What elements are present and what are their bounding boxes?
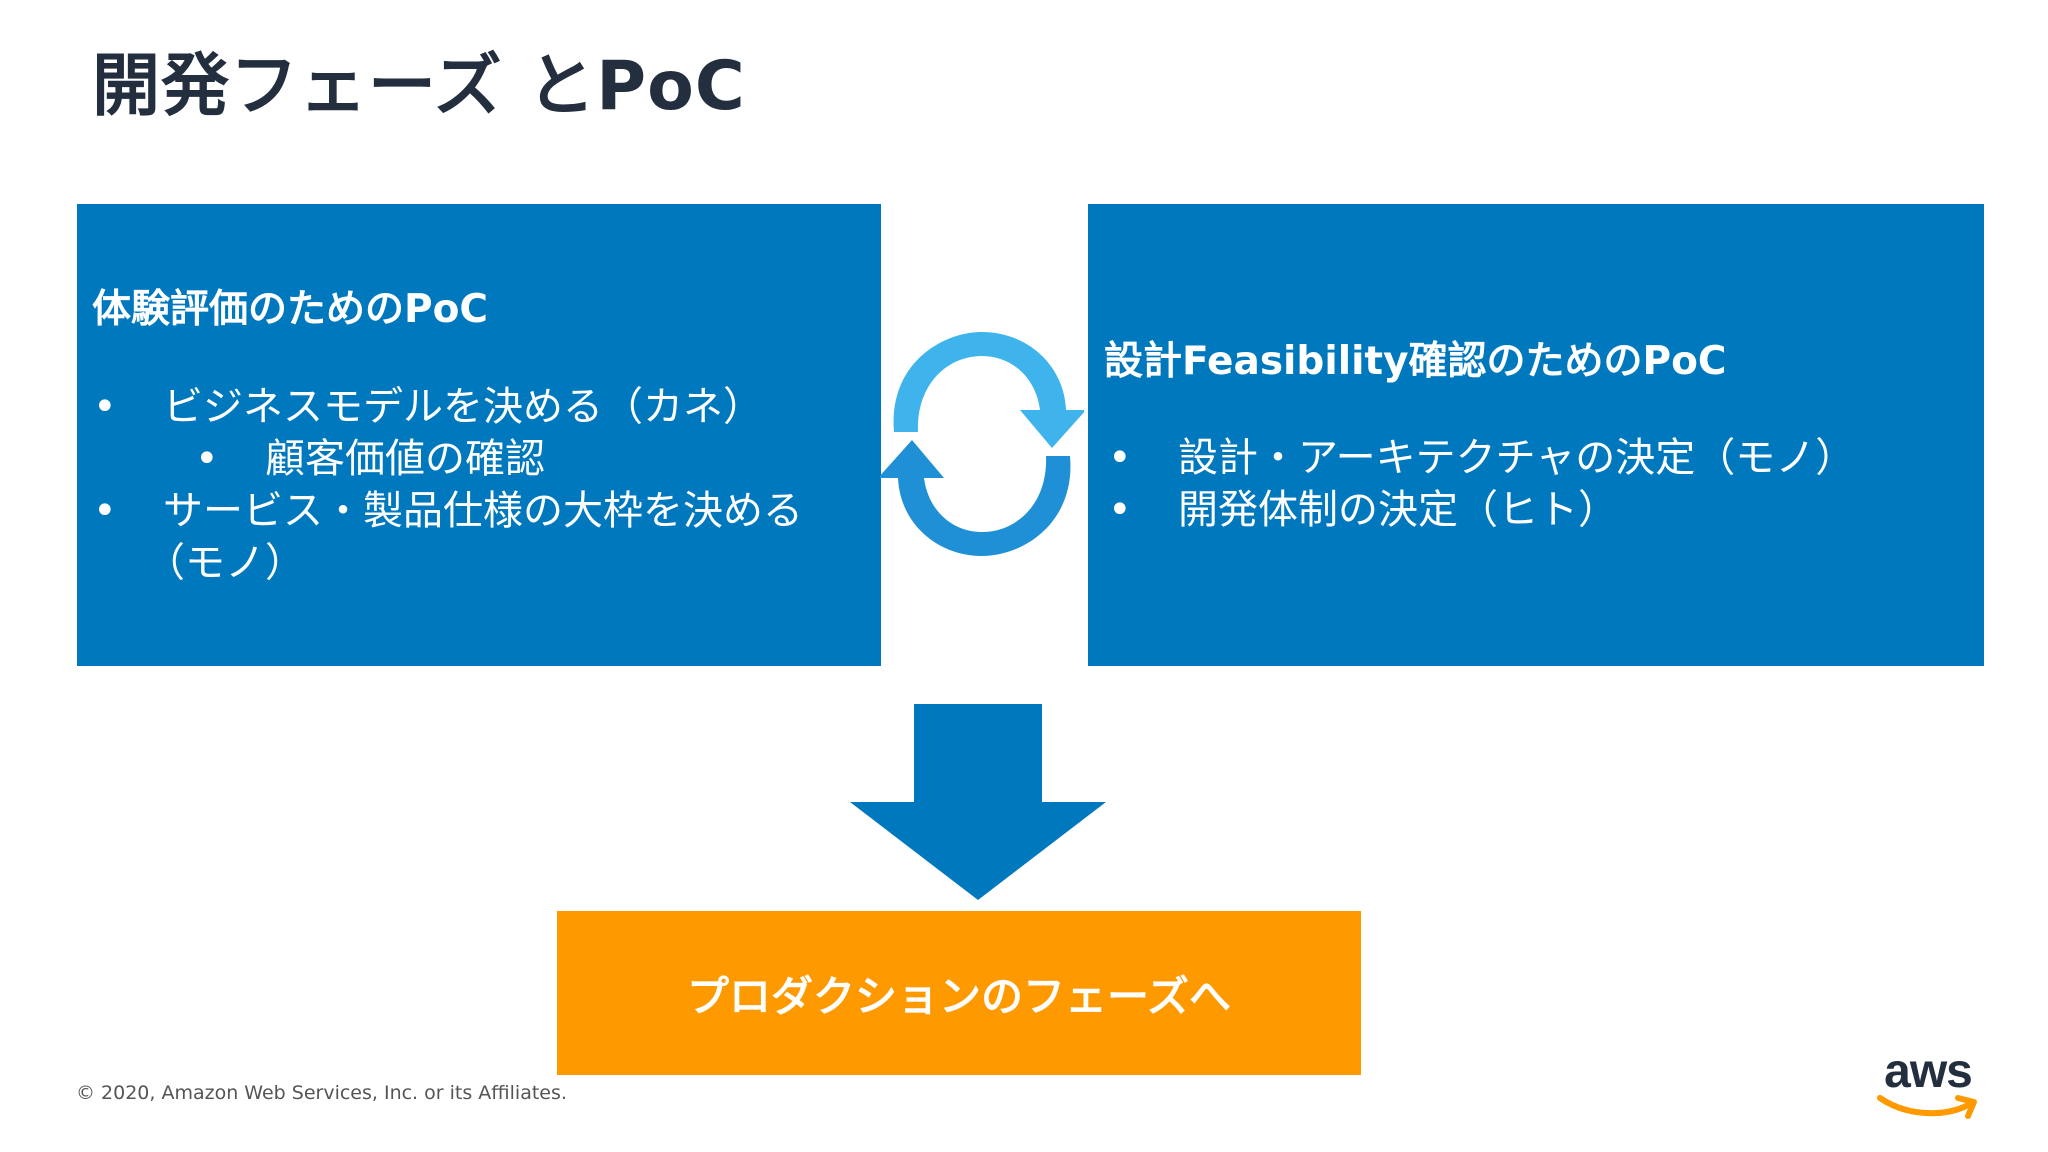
list-item: • ビジネスモデルを決める（カネ） (85, 381, 875, 433)
list-item-text: サービス・製品仕様の大枠を決める (163, 488, 803, 534)
cycle-arrow-upper (893, 332, 1084, 448)
feasibility-poc-list: • 設計・アーキテクチャの決定（モノ） • 開発体制の決定（ヒト） (1100, 432, 1980, 536)
feasibility-poc-heading: 設計Feasibility確認のためのPoC (1104, 339, 1727, 384)
list-item: • 顧客価値の確認 (85, 433, 875, 485)
list-item-text: 開発体制の決定（ヒト） (1178, 487, 1618, 533)
experience-poc-heading: 体験評価のためのPoC (92, 287, 488, 332)
experience-poc-list: • ビジネスモデルを決める（カネ） • 顧客価値の確認 • サービス・製品仕様の… (85, 381, 875, 589)
bullet-icon: • (93, 488, 117, 534)
bullet-icon: • (195, 436, 219, 482)
aws-logo-text: aws (1884, 1045, 1973, 1098)
cycle-arrow-lower (880, 440, 1071, 556)
page-title: 開発フェーズ とPoC (92, 47, 746, 126)
down-arrow-icon (850, 704, 1106, 900)
aws-smile-icon (1877, 1095, 1977, 1119)
production-phase-box: プロダクションのフェーズへ (557, 911, 1361, 1075)
list-item: • 開発体制の決定（ヒト） (1100, 484, 1980, 536)
bullet-icon: • (1108, 435, 1132, 481)
list-item-text: 顧客価値の確認 (265, 436, 545, 482)
feasibility-poc-box: 設計Feasibility確認のためのPoC • 設計・アーキテクチャの決定（モ… (1088, 204, 1984, 666)
list-item-text: 設計・アーキテクチャの決定（モノ） (1178, 435, 1856, 481)
list-item: • サービス・製品仕様の大枠を決める (85, 485, 875, 537)
bullet-icon: • (93, 384, 117, 430)
cycle-arrows-icon (880, 332, 1084, 556)
bullet-icon: • (1108, 487, 1132, 533)
list-item-continuation: （モノ） (85, 537, 875, 589)
list-item-text: ビジネスモデルを決める（カネ） (163, 384, 763, 430)
copyright-text: © 2020, Amazon Web Services, Inc. or its… (76, 1082, 567, 1104)
list-item: • 設計・アーキテクチャの決定（モノ） (1100, 432, 1980, 484)
list-item-text: （モノ） (145, 540, 305, 586)
experience-poc-box: 体験評価のためのPoC • ビジネスモデルを決める（カネ） • 顧客価値の確認 … (77, 204, 881, 666)
aws-logo-icon: aws (1876, 1046, 1980, 1122)
